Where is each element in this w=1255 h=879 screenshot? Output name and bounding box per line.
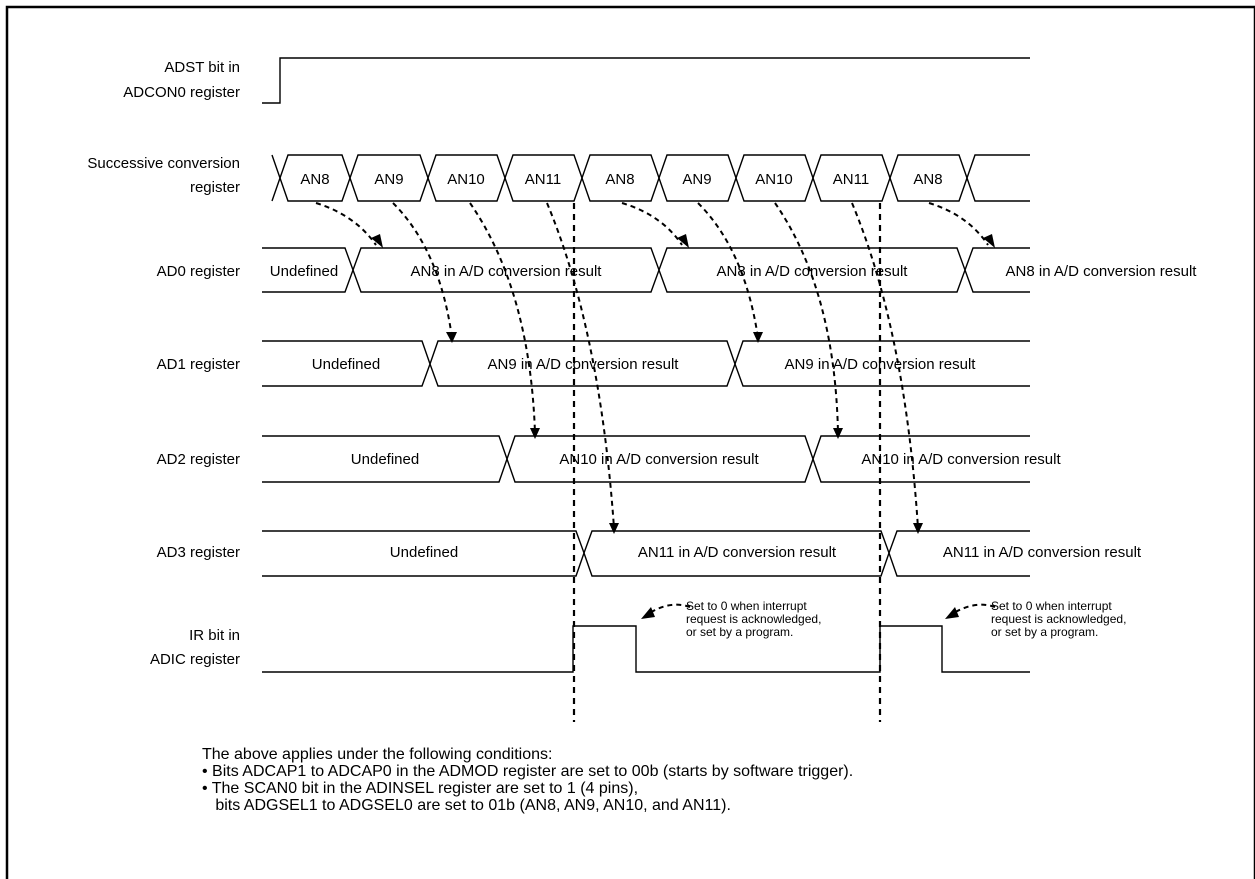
adst-waveform (262, 57, 1030, 104)
ad1-bus (262, 340, 1030, 387)
successive-cell-8: AN11 (833, 171, 869, 188)
ir-note-2-line1: Set to 0 when interrupt (991, 599, 1112, 613)
adst-label-line1: ADST bit in (164, 59, 240, 76)
transfer-arrows (315, 202, 996, 615)
ir-waveform (262, 625, 1030, 673)
ad0-cell-4: AN8 in A/D conversion result (1006, 263, 1198, 280)
ad3-bus (262, 530, 1030, 577)
conditions-item-2-continued: bits ADGSEL1 to ADGSEL0 are set to 01b (… (202, 797, 731, 814)
successive-cell-5: AN8 (605, 171, 634, 188)
ad0-bus (262, 247, 1030, 293)
successive-bus (271, 154, 1030, 202)
successive-cell-6: AN9 (682, 171, 711, 188)
successive-cell-9: AN8 (913, 171, 942, 188)
ad1-cell-1: Undefined (312, 356, 380, 373)
diagram-border (5, 5, 1255, 879)
successive-cell-4: AN11 (525, 171, 561, 188)
successive-cell-3: AN10 (447, 171, 485, 188)
ad2-label: AD2 register (157, 451, 240, 468)
ad2-bus (262, 435, 1030, 483)
ir-note-2-line2: request is acknowledged, (991, 612, 1126, 626)
conditions-item-2: • The SCAN0 bit in the ADINSEL register … (202, 780, 639, 797)
ir-note-2-line3: or set by a program. (991, 625, 1098, 639)
ad3-cell-3: AN11 in A/D conversion result (943, 544, 1142, 561)
successive-label-line1: Successive conversion (87, 155, 240, 172)
conditions-item-1: • Bits ADCAP1 to ADCAP0 in the ADMOD reg… (202, 763, 854, 780)
ad1-label: AD1 register (157, 356, 240, 373)
ad0-cell-1: Undefined (270, 263, 338, 280)
ir-note-1-line3: or set by a program. (686, 625, 793, 639)
ad3-label: AD3 register (157, 544, 240, 561)
ad0-cell-3: AN8 in A/D conversion result (717, 263, 909, 280)
successive-cell-2: AN9 (374, 171, 403, 188)
arrowheads (371, 234, 995, 619)
ad2-cell-2: AN10 in A/D conversion result (559, 451, 759, 468)
ad1-cell-3: AN9 in A/D conversion result (785, 356, 977, 373)
ir-label-line2: ADIC register (150, 651, 240, 668)
ad0-label: AD0 register (157, 263, 240, 280)
successive-cell-1: AN8 (300, 171, 329, 188)
conditions-intro: The above applies under the following co… (202, 746, 553, 763)
ad3-cell-1: Undefined (390, 544, 458, 561)
successive-label-line2: register (190, 179, 240, 196)
ad0-cell-2: AN8 in A/D conversion result (411, 263, 603, 280)
conditions-note: The above applies under the following co… (202, 746, 853, 814)
ad3-cell-2: AN11 in A/D conversion result (638, 544, 837, 561)
ir-label-line1: IR bit in (189, 627, 240, 644)
ir-note-1-line2: request is acknowledged, (686, 612, 821, 626)
ad2-cell-1: Undefined (351, 451, 419, 468)
successive-cell-7: AN10 (755, 171, 793, 188)
ad1-cell-2: AN9 in A/D conversion result (488, 356, 680, 373)
adst-label-line2: ADCON0 register (123, 84, 240, 101)
ir-note-1-line1: Set to 0 when interrupt (686, 599, 807, 613)
ad2-cell-3: AN10 in A/D conversion result (861, 451, 1061, 468)
